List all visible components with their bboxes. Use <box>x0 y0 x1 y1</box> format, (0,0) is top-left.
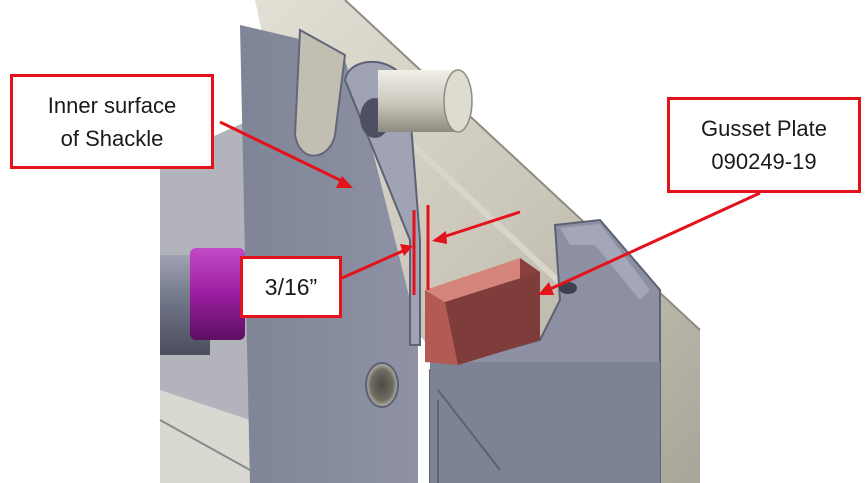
inner-surface-callout: Inner surface of Shackle <box>10 74 214 169</box>
bracket-rim <box>560 224 650 300</box>
gusset-plate-label: Gusset Plate 090249-19 <box>701 116 827 174</box>
leader-arrows <box>219 120 761 295</box>
arrowhead-dimension-callout <box>400 244 413 256</box>
shackle-slot <box>293 28 347 157</box>
bracket-face <box>430 362 660 483</box>
arrow-dimension-line <box>439 210 521 240</box>
inner-surface-label: Inner surface of Shackle <box>47 92 177 151</box>
frame-edge <box>159 419 251 471</box>
background-frame-lower <box>160 390 250 483</box>
magenta-cylinder <box>190 248 245 340</box>
shackle-hole-lower <box>365 362 399 408</box>
pivot-pin-end <box>443 69 473 133</box>
arrowhead-gusset-plate <box>538 282 554 295</box>
gusset-plate-top <box>425 258 540 302</box>
arrow-dimension-callout <box>341 248 406 280</box>
arrowhead-dimension-line <box>432 231 447 244</box>
arrow-inner-surface <box>219 120 345 184</box>
dimension-callout: 3/16” <box>240 256 342 318</box>
gusset-plate-callout: Gusset Plate 090249-19 <box>667 97 861 193</box>
bracket-diagonal <box>437 389 501 471</box>
dimension-label: 3/16” <box>264 273 318 300</box>
arrow-gusset-plate <box>547 191 761 292</box>
shackle-arm <box>343 60 421 346</box>
gusset-plate-front <box>445 272 540 365</box>
arrowhead-inner-surface <box>336 176 353 188</box>
bracket-screw <box>559 282 577 294</box>
